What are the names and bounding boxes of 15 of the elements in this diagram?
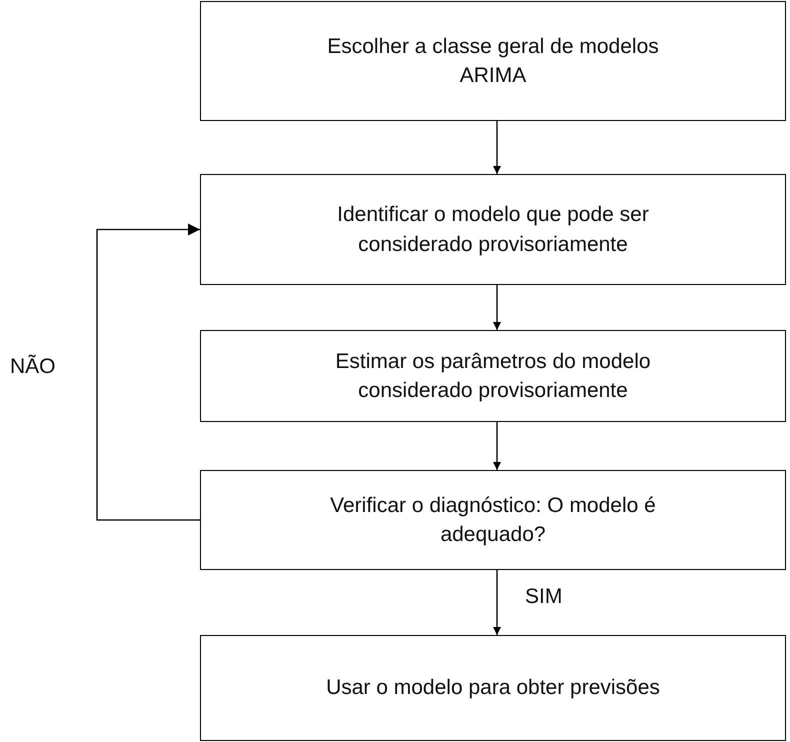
box-text: Estimar os parâmetros do modelo considerado provisoriamente <box>334 348 652 404</box>
arrow <box>493 121 501 174</box>
process-box <box>200 1 786 121</box>
box-text: Verificar o diagnóstico: O modelo é adequado? <box>329 492 657 548</box>
arrow <box>493 285 501 330</box>
arrow <box>493 570 501 635</box>
process-box <box>200 635 786 741</box>
process-box <box>200 174 786 285</box>
arrow <box>96 224 200 521</box>
box-text: Identificar o modelo que pode ser considerado provisoriamente <box>336 202 650 258</box>
box-text: Escolher a classe geral de modelos ARIMA <box>326 34 660 89</box>
arrow <box>493 422 501 470</box>
box-text: Usar o modelo para obter previsões <box>326 675 660 702</box>
process-box <box>200 330 786 422</box>
process-box <box>200 470 786 570</box>
